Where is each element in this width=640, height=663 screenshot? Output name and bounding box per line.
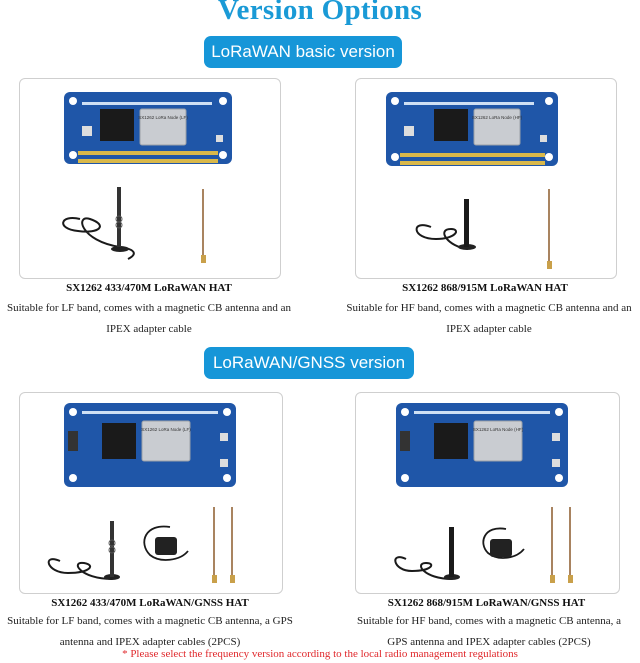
description-line: Suitable for LF band, comes with a magne…	[7, 615, 293, 627]
module-label: SX1262 LoRa Node (HF)	[473, 427, 524, 432]
hat-board-illustration: SX1262 LoRa Node (LF)	[47, 403, 236, 583]
hat-board-illustration: SX1262 LoRa Node (HF)	[386, 92, 558, 269]
hat-board-illustration: SX1262 LoRa Node (HF)	[394, 403, 573, 583]
product-image-sx1262-hf[interactable]: SX1262 LoRa Node (HF)	[355, 78, 617, 279]
product-image-sx1262-gnss-hf[interactable]: SX1262 LoRa Node (HF)	[355, 392, 620, 594]
section-pill-lorawan-gnss: LoRaWAN/GNSS version	[204, 347, 414, 379]
product-image-sx1262-gnss-lf[interactable]: SX1262 LoRa Node (LF)	[19, 392, 283, 594]
product-description: Suitable for LF band, comes with a magne…	[0, 298, 298, 340]
hat-board-illustration: SX1262 LoRa Node (LF)	[62, 92, 232, 263]
module-label: SX1262 LoRa Node (LF)	[138, 115, 188, 120]
product-name: SX1262 868/915M LoRaWAN HAT	[402, 282, 568, 294]
description-line: antenna and IPEX adapter cables (2PCS)	[59, 636, 241, 648]
description-line: Suitable for HF band, comes with a magne…	[346, 302, 632, 314]
product-name: SX1262 868/915M LoRaWAN/GNSS HAT	[387, 597, 586, 609]
module-label: SX1262 LoRa Node (HF)	[472, 115, 523, 120]
product-name: SX1262 433/470M LoRaWAN HAT	[66, 282, 232, 294]
product-description: Suitable for LF band, comes with a magne…	[0, 611, 300, 653]
product-description: Suitable for HF band, comes with a magne…	[338, 611, 640, 653]
product-name: SX1262 433/470M LoRaWAN/GNSS HAT	[51, 597, 249, 609]
description-line: Suitable for HF band, comes with a magne…	[357, 615, 621, 627]
description-line: GPS antenna and IPEX adapter cables (2PC…	[387, 636, 591, 648]
section-pill-lorawan-basic: LoRaWAN basic version	[204, 36, 402, 68]
regulation-note: * Please select the frequency version ac…	[122, 648, 518, 660]
product-image-sx1262-lf[interactable]: SX1262 LoRa Node (LF)	[19, 78, 281, 279]
description-line: IPEX adapter cable	[446, 323, 532, 335]
description-line: Suitable for LF band, comes with a magne…	[6, 302, 292, 314]
description-line: IPEX adapter cable	[106, 323, 192, 335]
page-title: Version Options	[217, 0, 423, 26]
module-label: SX1262 LoRa Node (LF)	[141, 427, 191, 432]
product-description: Suitable for HF band, comes with a magne…	[338, 298, 640, 340]
